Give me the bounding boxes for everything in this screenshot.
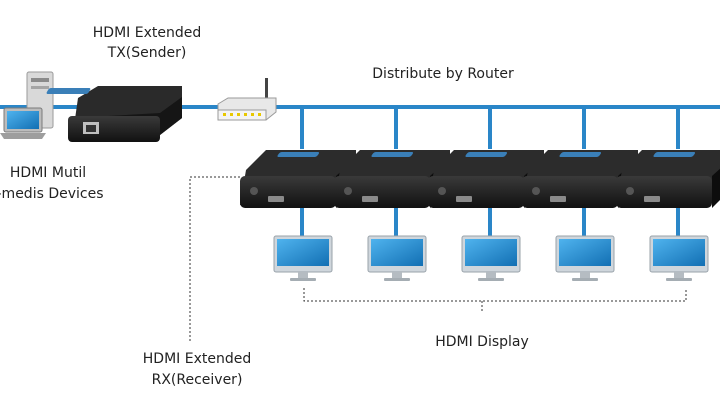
receiver-drop-cables (300, 107, 680, 238)
computer-devices-icon (0, 71, 54, 139)
monitor-group (273, 235, 709, 281)
hdmi-receiver-box-icon (334, 150, 450, 208)
monitor-cable (676, 208, 680, 238)
source-label-line2: -medis Devices (0, 186, 104, 202)
router-icon (217, 78, 277, 121)
monitor-icon (273, 235, 333, 281)
monitor-icon (555, 235, 615, 281)
tx-label-line1: HDMI Extended (93, 25, 201, 41)
rx-dotted-connector (189, 176, 240, 342)
hdmi-sender-box-icon (46, 86, 182, 142)
router-label: Distribute by Router (372, 66, 514, 82)
display-label: HDMI Display (435, 334, 529, 350)
monitor-cable (582, 208, 586, 238)
trunk-cable-right (276, 105, 720, 109)
monitor-cable (300, 208, 304, 238)
monitor-icon (649, 235, 709, 281)
monitor-cable (488, 208, 492, 238)
drop-cable (394, 107, 398, 149)
rx-label-line1: HDMI Extended (143, 351, 251, 367)
hdmi-receiver-box-icon (616, 150, 720, 208)
drop-cable (300, 107, 304, 149)
monitor-icon (461, 235, 521, 281)
monitor-icon (367, 235, 427, 281)
drop-cable (488, 107, 492, 149)
rx-label-line2: RX(Receiver) (152, 372, 243, 388)
receiver-group (240, 150, 720, 208)
drop-cable (582, 107, 586, 149)
display-dotted-bracket (303, 288, 687, 312)
tx-label-line2: TX(Sender) (107, 45, 187, 61)
monitor-cable (394, 208, 398, 238)
source-label-line1: HDMI Mutil (10, 165, 86, 181)
drop-cable (676, 107, 680, 149)
